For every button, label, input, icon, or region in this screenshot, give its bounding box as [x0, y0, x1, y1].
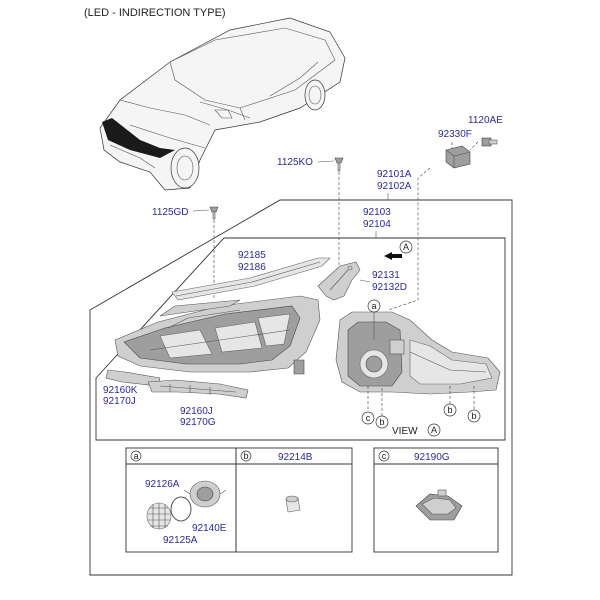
module-92190g[interactable]: [415, 489, 463, 521]
bulb-socket-92126a[interactable]: [183, 480, 227, 508]
part-label-1125gd[interactable]: 1125GD: [152, 207, 189, 218]
part-label-92131[interactable]: 92131: [372, 270, 400, 281]
part-label-92190g[interactable]: 92190G: [414, 452, 450, 463]
gasket-92140e[interactable]: [170, 496, 192, 522]
part-label-92170g[interactable]: 92170G: [180, 417, 216, 428]
part-label-92160k[interactable]: 92160K: [103, 385, 138, 396]
bracket-92131[interactable]: [317, 261, 361, 301]
headlamp-rear-view[interactable]: [335, 311, 501, 395]
part-label-92102a[interactable]: 92102A: [377, 181, 412, 192]
view-a-label: VIEW: [392, 426, 418, 437]
assembly-frame-92101a: [89, 199, 513, 576]
screw-1125ko[interactable]: [334, 157, 344, 172]
diagram-title: (LED - INDIRECTION TYPE): [84, 7, 226, 19]
part-label-92214b[interactable]: 92214B: [278, 452, 313, 463]
leader-92131: [359, 279, 371, 283]
callout-b-rear-1: b: [375, 415, 389, 429]
svg-text:b: b: [447, 405, 452, 415]
svg-text:A: A: [431, 425, 437, 435]
part-label-92104[interactable]: 92104: [363, 219, 391, 230]
part-label-92101a[interactable]: 92101A: [377, 169, 412, 180]
part-label-92330f[interactable]: 92330F: [438, 129, 472, 140]
lower-bracket-92160j[interactable]: [147, 379, 249, 399]
headlamp-assembly[interactable]: [114, 295, 321, 375]
part-label-92186[interactable]: 92186: [238, 262, 266, 273]
car-illustration: [99, 17, 346, 191]
leader-1125ko: [317, 160, 335, 163]
part-label-92126a[interactable]: 92126A: [145, 479, 180, 490]
svg-text:c: c: [366, 413, 371, 423]
svg-text:A: A: [403, 242, 409, 252]
detail-box-c: c: [373, 447, 499, 553]
part-label-92170j[interactable]: 92170J: [103, 396, 136, 407]
bolt-1120ae[interactable]: [481, 137, 498, 147]
part-label-92103[interactable]: 92103: [363, 207, 391, 218]
part-label-92185[interactable]: 92185: [238, 250, 266, 261]
plug-92214b[interactable]: [285, 495, 301, 513]
callout-a-rear: a: [367, 299, 381, 340]
cap-92125a[interactable]: [146, 502, 172, 530]
screw-1125gd[interactable]: [209, 206, 219, 220]
led-driver-module-92330f[interactable]: [445, 145, 471, 169]
leader-dash-92330f: [387, 167, 431, 311]
view-arrow-a: A: [384, 240, 413, 260]
part-label-92132d[interactable]: 92132D: [372, 282, 407, 293]
detail-box-b: b: [235, 447, 353, 553]
garnish-strip-92185[interactable]: [171, 257, 331, 301]
leader-1120ae: [469, 141, 479, 151]
part-label-92125a[interactable]: 92125A: [163, 535, 198, 546]
part-label-1125ko[interactable]: 1125KO: [277, 157, 313, 168]
part-label-1120ae[interactable]: 1120AE: [468, 115, 503, 126]
callout-b-rear-3: b: [467, 409, 481, 423]
svg-text:c: c: [382, 451, 387, 461]
svg-text:a: a: [371, 301, 376, 311]
callout-b-rear-2: b: [443, 403, 457, 417]
svg-text:b: b: [471, 411, 476, 421]
part-label-92160j[interactable]: 92160J: [180, 406, 213, 417]
leader-dash-rear-callouts: [367, 386, 475, 416]
svg-text:a: a: [133, 451, 138, 461]
callout-c-rear: c: [361, 411, 375, 425]
leader-1125gd: [192, 209, 210, 212]
view-a-circle: A: [427, 423, 441, 437]
svg-text:b: b: [243, 451, 248, 461]
part-label-92140e[interactable]: 92140E: [192, 523, 227, 534]
housing-frame-92103: [95, 237, 506, 441]
svg-text:b: b: [379, 417, 384, 427]
